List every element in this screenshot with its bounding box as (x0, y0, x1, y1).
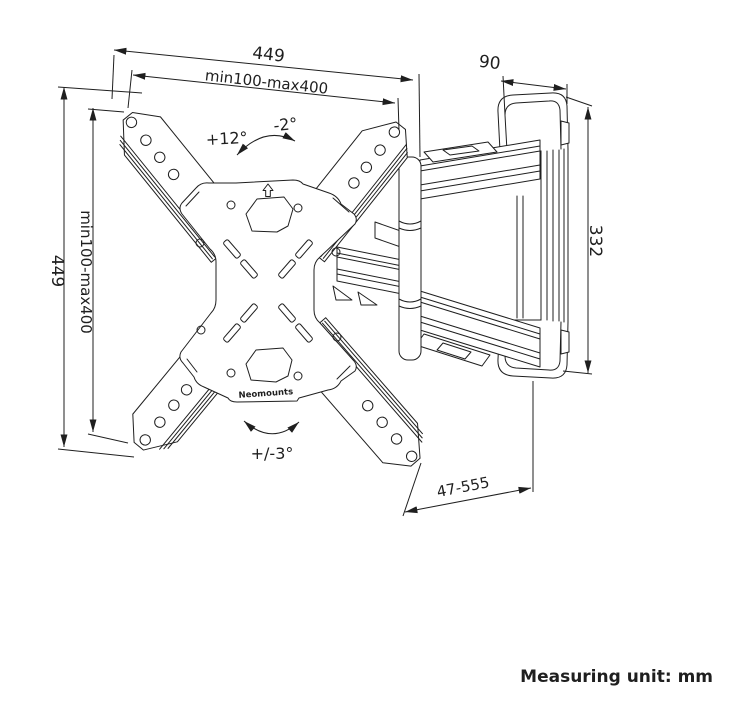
wall-bracket-rail (516, 148, 569, 323)
hinge-column (398, 156, 422, 361)
brand-logo: Neomounts (238, 387, 293, 401)
plate-holes (195, 200, 342, 381)
articulating-arm (332, 139, 541, 368)
vesa-holes (348, 126, 401, 189)
label-level-adjustment-angle: +/-3° (251, 444, 294, 463)
upper-arm (419, 139, 541, 200)
label-plate-height-vesa: min100-max400 (77, 210, 95, 334)
vesa-center-plate: Neomounts (179, 179, 357, 403)
vesa-holes (362, 400, 418, 462)
label-wall-bracket-width: 90 (478, 52, 502, 74)
label-wall-bracket-height: 332 (585, 225, 605, 257)
level-arc (243, 420, 300, 435)
wall-bracket-top-cap (497, 92, 569, 152)
lower-arm (415, 290, 541, 368)
label-plate-width-total: 449 (251, 43, 285, 66)
plate-edge-lines (185, 191, 351, 380)
center-plate-outline (179, 179, 357, 403)
hex-cutout-bottom (245, 347, 293, 383)
wall-bracket (497, 92, 570, 379)
tilt-arc (236, 132, 296, 156)
label-tilt-down-angle: -2° (273, 114, 299, 135)
plate-slots (223, 239, 313, 343)
label-plate-width-vesa: min100-max400 (204, 66, 329, 97)
vesa-holes (125, 116, 180, 181)
label-tilt-up-angle: +12° (205, 128, 248, 149)
label-plate-height-total: 449 (47, 255, 67, 287)
up-arrow-icon (262, 183, 274, 197)
measuring-unit-note: Measuring unit: mm (520, 667, 713, 687)
vesa-holes (139, 384, 193, 446)
dimension-lines (57, 47, 593, 517)
hex-cutout-top (245, 196, 294, 233)
